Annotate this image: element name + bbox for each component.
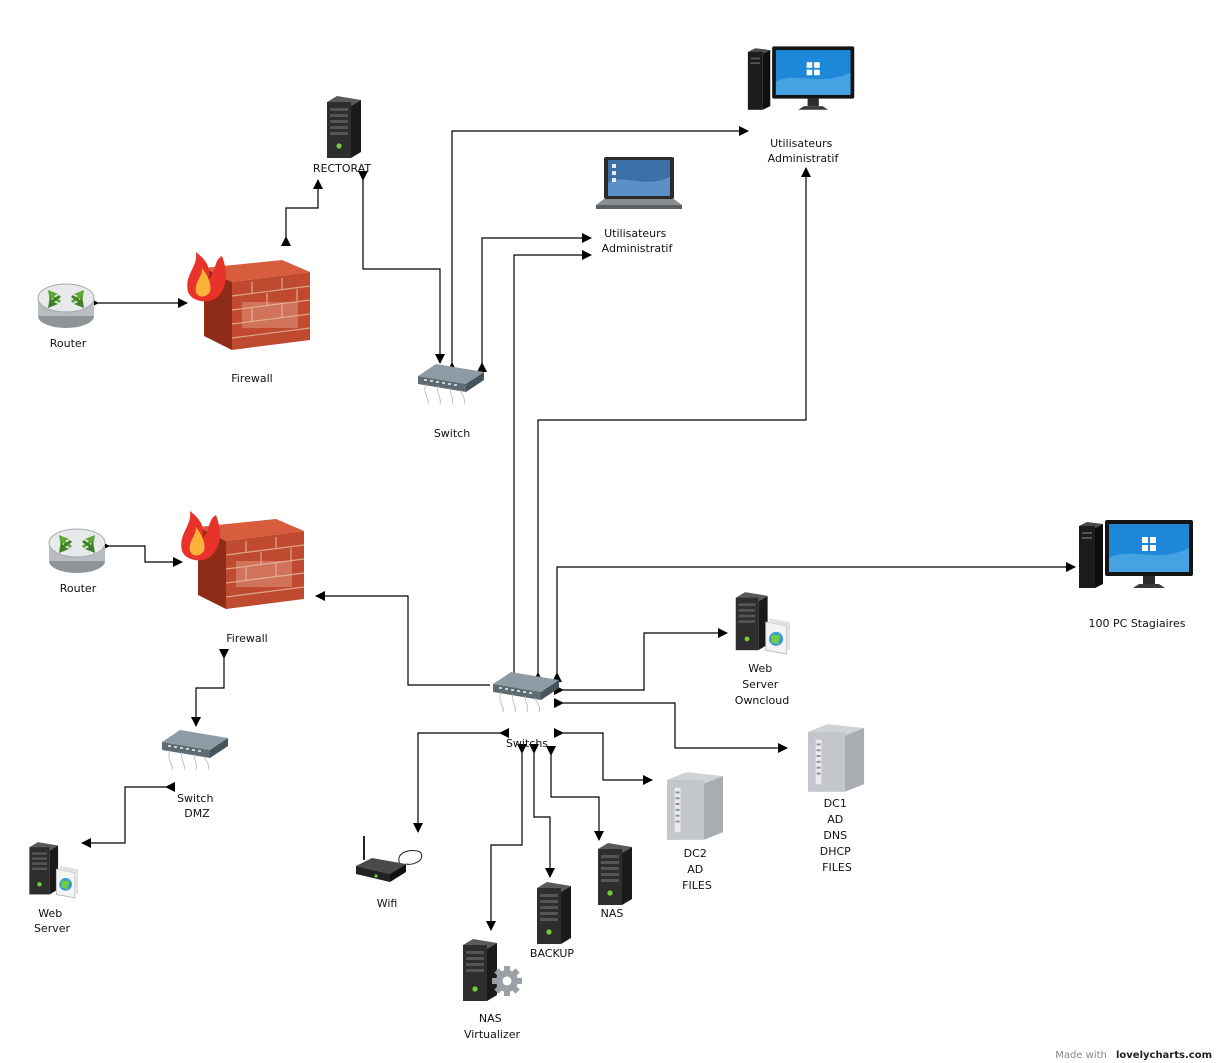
node-switch-dmz[interactable]: Switch DMZ <box>161 729 229 820</box>
node-label: Router <box>50 337 87 350</box>
link-switchs-desktop-admin <box>533 167 811 682</box>
link-switch-laptop-admin <box>477 233 592 372</box>
node-label: RECTORAT <box>313 162 372 175</box>
node-label: Wifi <box>377 897 398 910</box>
node-label: DC1 AD DNS DHCP FILES <box>820 797 855 874</box>
storage-server-icon <box>666 772 724 840</box>
node-nas[interactable]: NAS <box>598 843 632 920</box>
firewall-icon <box>186 251 311 351</box>
link-firewall-switch-dmz <box>191 649 229 727</box>
node-label: DC2 AD FILES <box>682 847 712 892</box>
node-label: NAS <box>601 907 624 920</box>
node-label: Switch <box>434 427 470 440</box>
wifi-router-icon <box>355 835 423 883</box>
node-web-owncloud[interactable]: Web Server Owncloud <box>735 591 791 707</box>
link-switch-dmz-webserver <box>81 782 175 848</box>
watermark[interactable]: Made with lovelycharts.com <box>1055 1043 1212 1062</box>
node-dc2[interactable]: DC2 AD FILES <box>666 772 724 892</box>
web-server-icon <box>28 841 79 899</box>
node-label: 100 PC Stagiaires <box>1089 617 1186 630</box>
connectors <box>81 126 1076 931</box>
link-switchs-wifi <box>413 728 509 833</box>
router-icon <box>37 283 95 329</box>
node-label: Web Server Owncloud <box>735 662 789 707</box>
network-switch-icon <box>492 671 560 713</box>
node-firewall-bottom[interactable]: Firewall <box>180 510 305 645</box>
link-router-firewall-bottom <box>100 541 183 567</box>
network-switch-icon <box>417 363 485 405</box>
router-icon <box>48 528 106 574</box>
node-backup[interactable]: BACKUP <box>530 882 575 960</box>
node-pc-stagiaires[interactable]: 100 PC Stagiaires <box>1079 520 1193 630</box>
watermark-prefix: Made with <box>1055 1050 1107 1061</box>
node-label: Firewall <box>231 372 272 385</box>
web-server-icon <box>735 591 791 655</box>
laptop-icon <box>596 157 682 209</box>
node-firewall-top[interactable]: Firewall <box>186 251 311 385</box>
network-switch-icon <box>161 729 229 771</box>
link-switchs-nas <box>546 746 604 841</box>
node-dc1[interactable]: DC1 AD DNS DHCP FILES <box>807 724 865 874</box>
link-switchs-owncloud <box>554 628 728 695</box>
node-label: Firewall <box>226 632 267 645</box>
node-switch-top[interactable]: Switch <box>417 363 485 440</box>
link-switchs-dc1 <box>554 698 788 753</box>
desktop-computer-icon <box>747 46 855 110</box>
node-label: Router <box>60 582 97 595</box>
link-firewall-rectorat <box>281 179 323 246</box>
tower-server-icon <box>598 843 632 905</box>
node-laptop-admin[interactable]: Utilisateurs Administratif <box>596 157 682 255</box>
node-label: Switchs <box>506 737 548 750</box>
node-label: Utilisateurs Administratif <box>602 227 674 255</box>
node-router-top[interactable]: Router <box>37 283 95 350</box>
svg-text:Made with lovelycharts.c: Made with lovelycharts.com <box>1055 1043 1212 1062</box>
link-switch-desktop-admin <box>447 126 749 372</box>
server-gear-icon <box>463 939 522 1001</box>
firewall-icon <box>180 510 305 610</box>
storage-server-icon <box>807 724 865 792</box>
node-label: Web Server <box>34 907 71 935</box>
node-desktop-admin[interactable]: Utilisateurs Administratif <box>747 46 855 165</box>
node-wifi[interactable]: Wifi <box>355 835 423 910</box>
node-web-server-dmz[interactable]: Web Server <box>28 841 79 935</box>
node-rectorat[interactable]: RECTORAT <box>313 96 372 175</box>
link-switchs-nas-virtualizer <box>486 744 527 931</box>
link-switchs-laptop-admin <box>509 250 592 682</box>
link-switchs-dc2 <box>554 728 653 785</box>
watermark-brand: lovelycharts.com <box>1116 1050 1212 1061</box>
tower-server-icon <box>327 96 361 158</box>
link-rectorat-switch <box>358 171 445 364</box>
tower-server-icon <box>537 882 571 944</box>
node-label: Switch DMZ <box>177 792 217 820</box>
node-router-bottom[interactable]: Router <box>48 528 106 595</box>
node-label: BACKUP <box>530 947 575 960</box>
node-nas-virtualizer[interactable]: NAS Virtualizer <box>463 939 522 1041</box>
node-label: Utilisateurs Administratif <box>768 137 840 165</box>
link-switchs-pc-stagiaires <box>552 562 1076 682</box>
node-switchs[interactable]: Switchs <box>492 671 560 750</box>
link-switchs-firewall-bottom <box>315 591 490 686</box>
node-label: NAS Virtualizer <box>464 1012 521 1041</box>
desktop-computer-icon <box>1079 520 1193 588</box>
link-switchs-backup <box>529 744 555 878</box>
